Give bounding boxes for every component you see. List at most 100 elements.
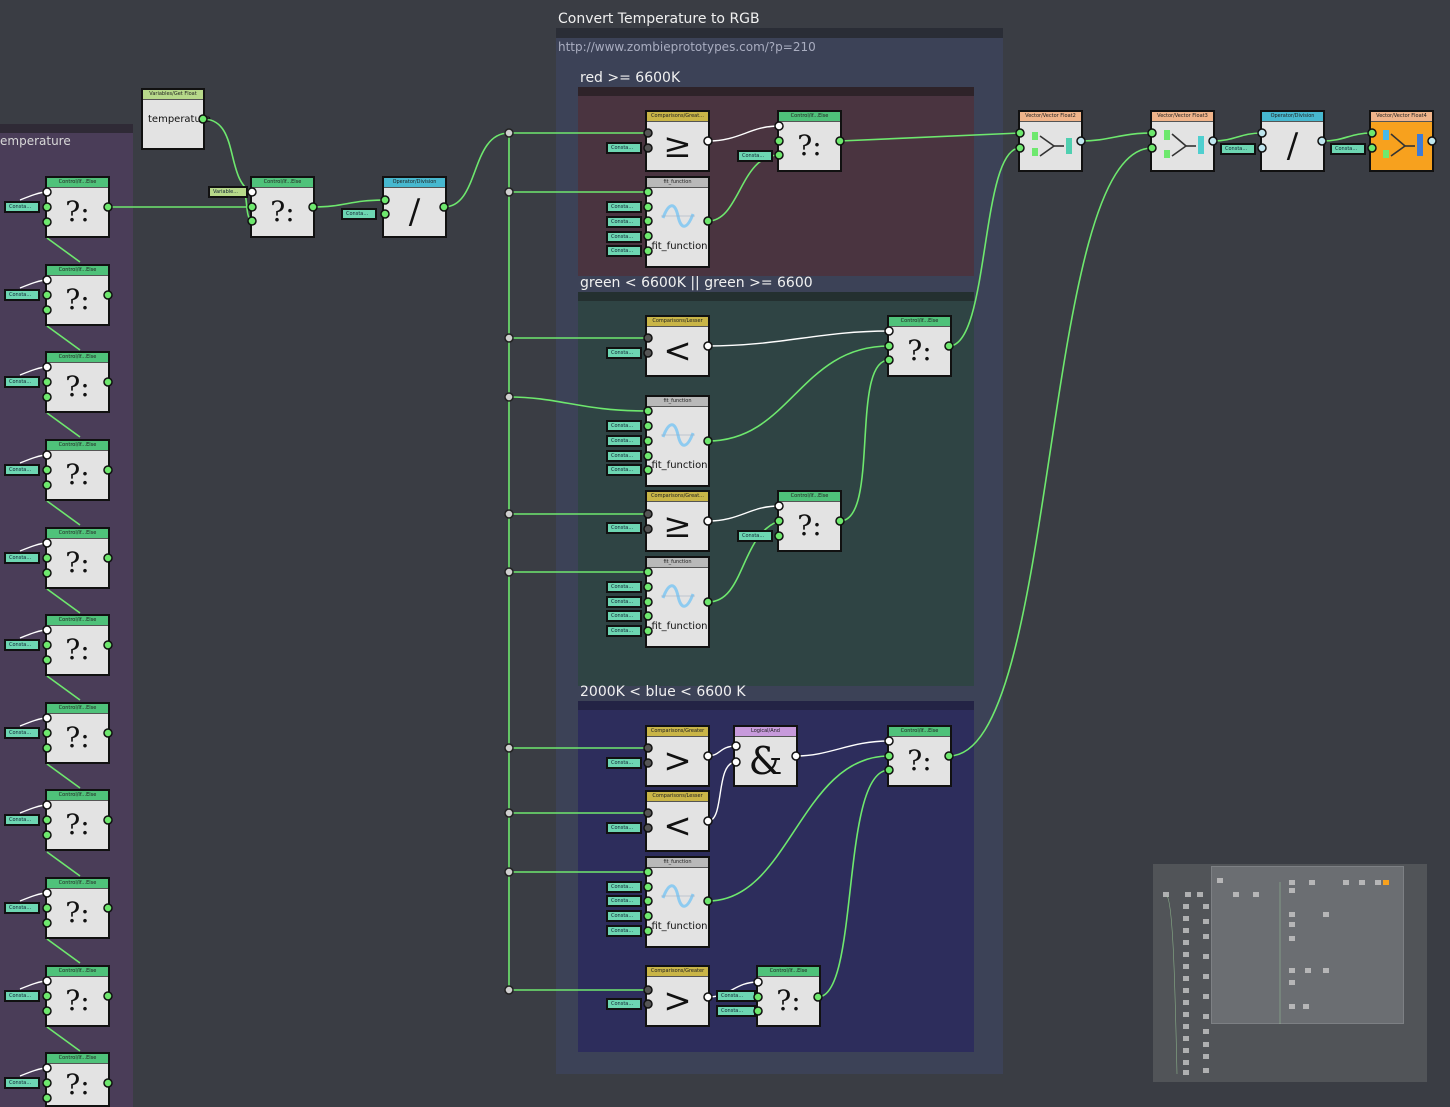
node-header: Control/If...Else [47, 1054, 108, 1064]
ternary-symbol: ?: [65, 633, 90, 666]
ternary-symbol: ?: [797, 129, 822, 162]
fit-function-label: fit_function [651, 460, 708, 471]
ternary-symbol: ?: [65, 808, 90, 841]
left-constant-9[interactable]: Consta... [4, 902, 40, 914]
blue-gt2-constant[interactable]: Consta... [606, 998, 642, 1010]
node-header: Comparisons/Lesser [647, 792, 708, 802]
green-subgroup-title: green < 6600K || green >= 6600 [580, 275, 813, 291]
node-header: Control/If...Else [47, 529, 108, 539]
vector-division-constant[interactable]: Consta... [1220, 143, 1256, 155]
left-constant-1[interactable]: Consta... [4, 201, 40, 213]
red-if-constant[interactable]: Consta... [737, 150, 773, 162]
left-constant-5[interactable]: Consta... [4, 552, 40, 564]
left-if-else-1[interactable]: Control/If...Else?: [45, 176, 110, 238]
node-header: Control/If...Else [47, 791, 108, 801]
fit-wave-icon [661, 884, 695, 908]
blue-lt-node[interactable]: Comparisons/Lesser< [645, 790, 710, 852]
node-header: Comparisons/Great... [647, 492, 708, 502]
vector-merge-icon [1032, 132, 1072, 157]
green-gte-constant[interactable]: Consta... [606, 522, 642, 534]
ternary-symbol: ?: [65, 195, 90, 228]
gt-symbol: > [663, 740, 692, 781]
blue-fit-constant-1[interactable]: Consta... [606, 881, 642, 893]
red-gte-constant[interactable]: Consta... [606, 142, 642, 154]
green-fit1-constant-1[interactable]: Consta... [606, 420, 642, 432]
constant-input[interactable]: Consta... [341, 208, 377, 220]
blue-lt-constant[interactable]: Consta... [606, 822, 642, 834]
main-group-url[interactable]: http://www.zombieprototypes.com/?p=210 [558, 40, 816, 54]
ternary-symbol: ?: [776, 984, 801, 1017]
left-constant-2[interactable]: Consta... [4, 289, 40, 301]
left-if-else-9[interactable]: Control/If...Else?: [45, 877, 110, 939]
red-gte-node[interactable]: Comparisons/Great...≥ [645, 110, 710, 172]
fit-function-label: fit_function [651, 241, 708, 252]
node-header: Logical/And [735, 727, 796, 737]
get-float-node[interactable]: Variables/Get Float temperature [141, 88, 211, 150]
green-fit2-constant-4[interactable]: Consta... [606, 625, 642, 637]
node-header: Operator/Division [384, 178, 445, 188]
blue-fit-constant-4[interactable]: Consta... [606, 925, 642, 937]
left-constant-11[interactable]: Consta... [4, 1077, 40, 1089]
node-header: Comparisons/Greater [647, 727, 708, 737]
green-fit1-constant-3[interactable]: Consta... [606, 450, 642, 462]
division-node[interactable]: Operator/Division / [382, 176, 447, 238]
node-header: Vector/Vector Float3 [1152, 112, 1213, 122]
minimap-viewport[interactable] [1211, 866, 1404, 1024]
left-constant-3[interactable]: Consta... [4, 376, 40, 388]
green-fit1-constant-2[interactable]: Consta... [606, 435, 642, 447]
red-fit-constant-4[interactable]: Consta... [606, 245, 642, 257]
blue-fit-constant-3[interactable]: Consta... [606, 910, 642, 922]
output-constant[interactable]: Consta... [1330, 143, 1366, 155]
green-fit2-constant-3[interactable]: Consta... [606, 610, 642, 622]
red-fit-constant-1[interactable]: Consta... [606, 201, 642, 213]
green-fit-node-1[interactable]: fit_function fit_function [645, 395, 710, 487]
green-fit1-constant-4[interactable]: Consta... [606, 464, 642, 476]
blue-gt-constant[interactable]: Consta... [606, 757, 642, 769]
left-group-header [0, 124, 133, 133]
left-constant-6[interactable]: Consta... [4, 639, 40, 651]
left-constant-4[interactable]: Consta... [4, 464, 40, 476]
left-if-else-10[interactable]: Control/If...Else?: [45, 965, 110, 1027]
node-header: Control/If...Else [889, 317, 950, 327]
left-if-else-11[interactable]: Control/If...Else?: [45, 1052, 110, 1107]
left-if-else-5[interactable]: Control/If...Else?: [45, 527, 110, 589]
node-header: Control/If...Else [47, 441, 108, 451]
fit-wave-icon [661, 423, 695, 447]
node-header: Control/If...Else [252, 178, 313, 188]
green-if2-constant[interactable]: Consta... [737, 530, 773, 542]
node-header: Control/If...Else [47, 353, 108, 363]
red-fit-constant-3[interactable]: Consta... [606, 231, 642, 243]
vector-float4-output-node[interactable]: Vector/Vector Float4 [1369, 110, 1434, 172]
ternary-symbol: ?: [65, 546, 90, 579]
green-fit2-constant-1[interactable]: Consta... [606, 581, 642, 593]
divide-symbol: / [408, 191, 421, 232]
node-header: Control/If...Else [47, 616, 108, 626]
red-fit-constant-2[interactable]: Consta... [606, 216, 642, 228]
left-constant-10[interactable]: Consta... [4, 990, 40, 1002]
node-header: Control/If...Else [779, 112, 840, 122]
node-header: fit_function [647, 178, 708, 188]
left-if-else-7[interactable]: Control/If...Else?: [45, 702, 110, 764]
fit-wave-icon [661, 584, 695, 608]
left-constant-8[interactable]: Consta... [4, 814, 40, 826]
variable-input[interactable]: Variable... [208, 186, 248, 198]
left-if-else-4[interactable]: Control/If...Else?: [45, 439, 110, 501]
ternary-symbol: ?: [65, 283, 90, 316]
vector-division-node[interactable]: Operator/Division/ [1260, 110, 1325, 172]
left-constant-7[interactable]: Consta... [4, 727, 40, 739]
green-fit-node-2[interactable]: fit_function fit_function [645, 556, 710, 648]
minimap[interactable] [1153, 864, 1427, 1082]
node-header: fit_function [647, 397, 708, 407]
gte-symbol: ≥ [663, 125, 692, 166]
green-fit2-constant-2[interactable]: Consta... [606, 596, 642, 608]
main-group-title: Convert Temperature to RGB [558, 11, 760, 27]
green-lt-constant[interactable]: Consta... [606, 347, 642, 359]
green-lt-node[interactable]: Comparisons/Lesser< [645, 315, 710, 377]
blue-fit-constant-2[interactable]: Consta... [606, 895, 642, 907]
blue-gt-node-2[interactable]: Comparisons/Greater> [645, 965, 710, 1027]
if-else-node-main[interactable]: Control/If...Else ?: [250, 176, 315, 238]
red-subgroup-title: red >= 6600K [580, 70, 681, 86]
node-header: Control/If...Else [47, 967, 108, 977]
blue-if-else-node-2[interactable]: Control/If...Else?: [756, 965, 821, 1027]
